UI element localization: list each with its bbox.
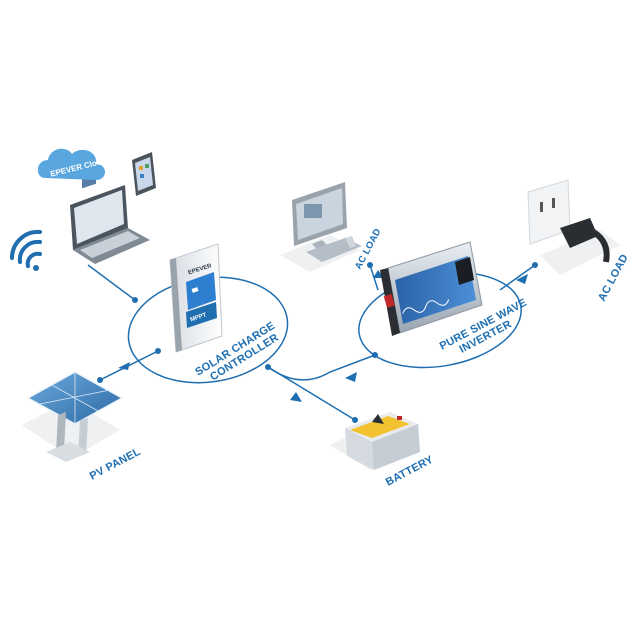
ground-shadows bbox=[22, 230, 620, 470]
node-dot bbox=[265, 364, 271, 370]
smartphone-icon bbox=[132, 152, 156, 196]
desktop-computer-icon bbox=[292, 182, 362, 262]
flow-arrows bbox=[118, 270, 528, 402]
inverter-icon bbox=[380, 241, 483, 336]
label-pv-panel: PV PANEL bbox=[88, 446, 143, 483]
solar-charge-controller-icon: EPEVER MPPT bbox=[169, 243, 223, 353]
wifi-icon bbox=[9, 229, 42, 271]
node-dot bbox=[155, 348, 161, 354]
line-controller-to-wifi bbox=[87, 264, 136, 301]
line-controller-to-inverter bbox=[267, 354, 376, 381]
node-dot bbox=[352, 417, 358, 423]
node-dot bbox=[367, 262, 373, 268]
node-dot bbox=[532, 262, 538, 268]
node-dot bbox=[97, 377, 103, 383]
laptop-icon bbox=[70, 173, 150, 264]
controller-badge: MPPT bbox=[190, 312, 208, 323]
arrow-icon bbox=[345, 372, 357, 382]
arrow-icon bbox=[516, 274, 528, 284]
node-dot bbox=[132, 297, 138, 303]
label-ac-load-right: AC LOAD bbox=[596, 252, 631, 303]
warning-icon bbox=[372, 414, 384, 424]
battery-icon bbox=[345, 412, 420, 470]
wall-socket-icon bbox=[527, 179, 610, 263]
connection-dots bbox=[97, 262, 538, 423]
pv-panel-icon bbox=[26, 371, 124, 462]
line-inverter-to-acload-right bbox=[499, 264, 536, 291]
cloud-icon: EPEVER Cloud bbox=[37, 148, 107, 180]
arrow-icon bbox=[290, 392, 302, 402]
arrow-icon bbox=[118, 362, 130, 370]
